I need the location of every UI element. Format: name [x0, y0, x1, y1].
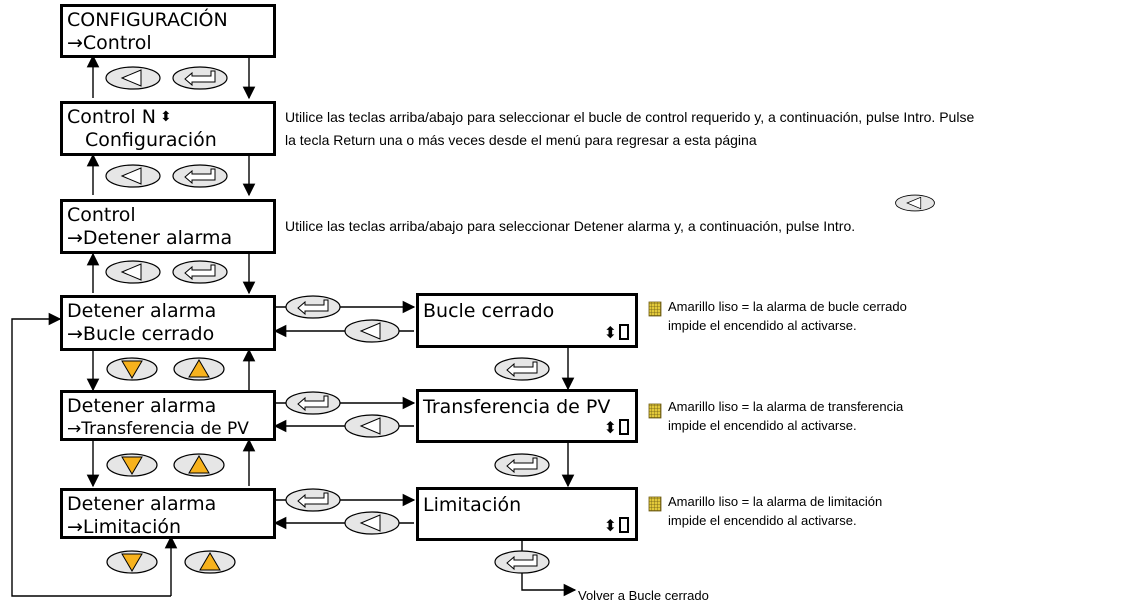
enter-key-icon — [494, 453, 550, 477]
screen-loop-closed: Bucle cerrado ⬍ — [416, 293, 638, 348]
note-control: Utilice las teclas arriba/abajo para sel… — [285, 218, 856, 234]
up-down-arrows-icon: ⬍ — [159, 109, 172, 125]
up-key-icon — [173, 453, 225, 477]
enter-key-icon — [172, 164, 228, 188]
up-key-icon — [173, 357, 225, 381]
up-down-indicator: ⬍ — [604, 324, 629, 341]
enter-key-icon — [285, 295, 341, 319]
note-return-to-loop: Volver a Bucle cerrado — [578, 588, 709, 603]
screen-subtitle: →Control — [67, 32, 152, 54]
screen-stop-alarm-loop: Detener alarma →Bucle cerrado — [60, 295, 276, 351]
screen-pv-transfer: Transferencia de PV ⬍ — [416, 389, 638, 443]
note-control-n-1: Utilice las teclas arriba/abajo para sel… — [285, 109, 975, 125]
note-loop-closed-1: Amarillo liso = la alarma de bucle cerra… — [668, 299, 907, 314]
screen-title: Transferencia de PV — [423, 396, 611, 418]
back-key-icon — [344, 414, 400, 438]
up-down-indicator: ⬍ — [604, 419, 629, 436]
screen-control-n: Control N⬍ Configuración — [60, 101, 276, 156]
enter-key-icon — [172, 260, 228, 284]
enter-key-icon — [172, 66, 228, 90]
screen-stop-alarm-pv: Detener alarma →Transferencia de PV — [60, 390, 276, 441]
screen-subtitle: →Limitación — [67, 516, 182, 538]
down-key-icon — [106, 453, 158, 477]
note-limitation-1: Amarillo liso = la alarma de limitación — [668, 494, 883, 509]
screen-title: Detener alarma — [67, 395, 217, 417]
alarm-cell-icon — [619, 419, 629, 435]
up-down-indicator: ⬍ — [604, 517, 629, 534]
back-key-icon — [344, 319, 400, 343]
note-pv-transfer-2: impide el encendido al activarse. — [668, 418, 857, 433]
back-key-icon — [105, 164, 161, 188]
back-key-icon — [105, 66, 161, 90]
note-limitation-2: impide el encendido al activarse. — [668, 513, 857, 528]
up-key-icon — [184, 550, 236, 574]
alarm-indicator-icon — [648, 403, 662, 419]
screen-title: Detener alarma — [67, 493, 217, 515]
screen-title: Limitación — [423, 494, 522, 516]
arrow-wrap-to-loop — [11, 312, 171, 597]
screen-subtitle: →Transferencia de PV — [67, 419, 249, 439]
alarm-cell-icon — [619, 324, 629, 340]
down-key-icon — [106, 357, 158, 381]
screen-title: Control N⬍ — [67, 106, 172, 128]
enter-key-icon — [285, 488, 341, 512]
screen-subtitle: Configuración — [85, 129, 217, 151]
alarm-indicator-icon — [648, 301, 662, 317]
screen-title: Bucle cerrado — [423, 300, 555, 322]
screen-title: Control — [67, 204, 136, 226]
alarm-cell-icon — [619, 517, 629, 533]
enter-key-icon — [494, 357, 550, 381]
enter-key-icon — [494, 550, 550, 574]
screen-subtitle: →Detener alarma — [67, 227, 233, 249]
screen-configuration: CONFIGURACIÓN →Control — [60, 4, 276, 58]
screen-title: CONFIGURACIÓN — [67, 9, 228, 31]
alarm-indicator-icon — [648, 496, 662, 512]
enter-key-icon — [285, 391, 341, 415]
note-loop-closed-2: impide el encendido al activarse. — [668, 318, 857, 333]
up-down-arrows-icon: ⬍ — [603, 418, 617, 437]
screen-title: Detener alarma — [67, 300, 217, 322]
screen-stop-alarm-limit: Detener alarma →Limitación — [60, 488, 276, 539]
note-pv-transfer-1: Amarillo liso = la alarma de transferenc… — [668, 399, 904, 414]
up-down-arrows-icon: ⬍ — [603, 516, 617, 535]
back-key-icon — [344, 511, 400, 535]
screen-subtitle: →Bucle cerrado — [67, 323, 215, 345]
up-down-arrows-icon: ⬍ — [603, 323, 617, 342]
down-key-icon — [106, 550, 158, 574]
note-control-n-2: la tecla Return una o más veces desde el… — [285, 132, 757, 148]
back-key-icon — [105, 260, 161, 284]
screen-control: Control →Detener alarma — [60, 199, 276, 254]
back-key-icon — [895, 194, 935, 212]
screen-limitation: Limitación ⬍ — [416, 487, 638, 541]
